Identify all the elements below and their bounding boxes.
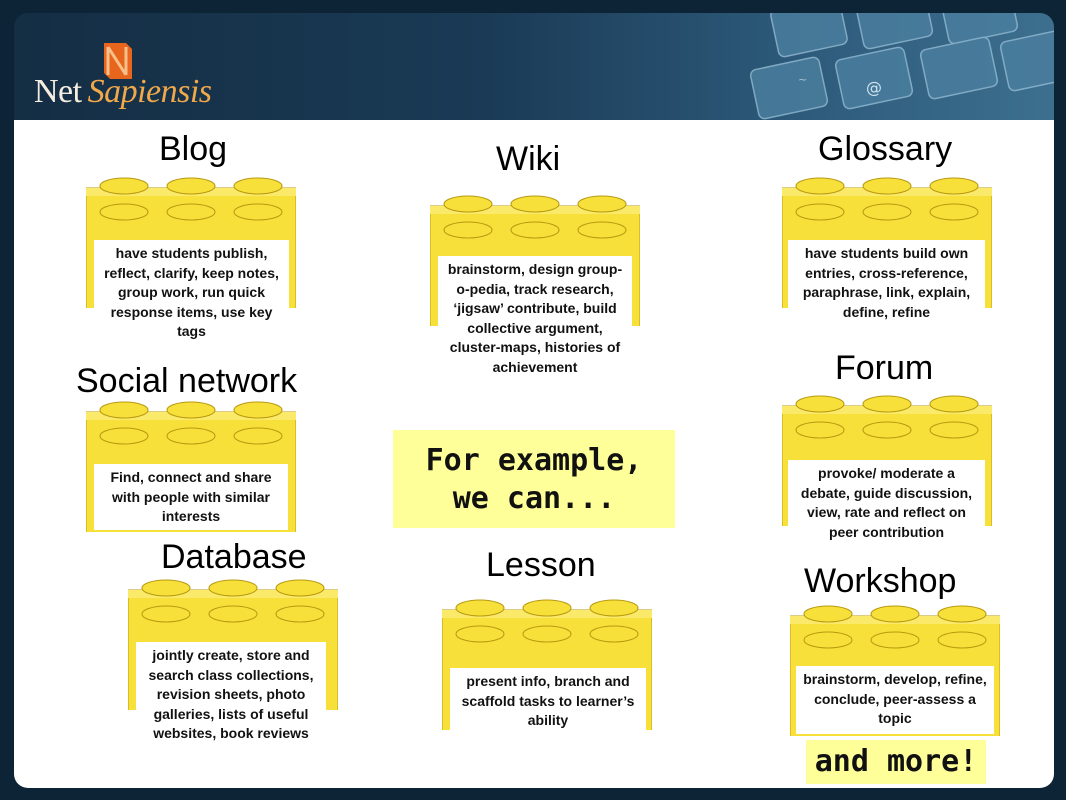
social-network-title: Social network xyxy=(76,362,298,400)
ns-monogram-icon xyxy=(104,43,132,79)
brand-sapiensis: Sapiensis xyxy=(87,73,212,110)
wiki-description: brainstorm, design group-o-pedia, track … xyxy=(438,256,632,418)
wiki-title: Wiki xyxy=(496,140,561,178)
blog-title: Blog xyxy=(159,130,228,168)
main-content: Blog have students publish, reflect, cla… xyxy=(14,120,1054,788)
forum-title: Forum xyxy=(835,349,934,387)
database-description: jointly create, store and search class c… xyxy=(136,642,326,788)
forum-description: provoke/ moderate a debate, guide discus… xyxy=(788,460,985,566)
lesson-title: Lesson xyxy=(486,546,596,584)
svg-text:@: @ xyxy=(866,78,882,97)
workshop-description: brainstorm, develop, refine, conclude, p… xyxy=(796,666,994,734)
svg-text:~: ~ xyxy=(798,73,807,86)
and-more-callout: and more! xyxy=(806,740,986,784)
lesson-description: present info, branch and scaffold tasks … xyxy=(450,668,646,736)
for-example-line2: we can... xyxy=(452,481,616,516)
keyboard-keys-icon: @ ~ xyxy=(749,13,1054,120)
for-example-line1: For example, xyxy=(425,443,643,478)
glossary-title: Glossary xyxy=(818,130,953,168)
social-network-description: Find, connect and share with people with… xyxy=(94,464,288,530)
blog-description: have students publish, reflect, clarify,… xyxy=(94,240,289,366)
workshop-title: Workshop xyxy=(804,562,957,600)
database-title: Database xyxy=(161,538,307,576)
brand-net: Net xyxy=(34,73,82,110)
glossary-description: have students build own entries, cross-r… xyxy=(788,240,985,346)
for-example-callout: For example, we can... xyxy=(393,430,675,528)
